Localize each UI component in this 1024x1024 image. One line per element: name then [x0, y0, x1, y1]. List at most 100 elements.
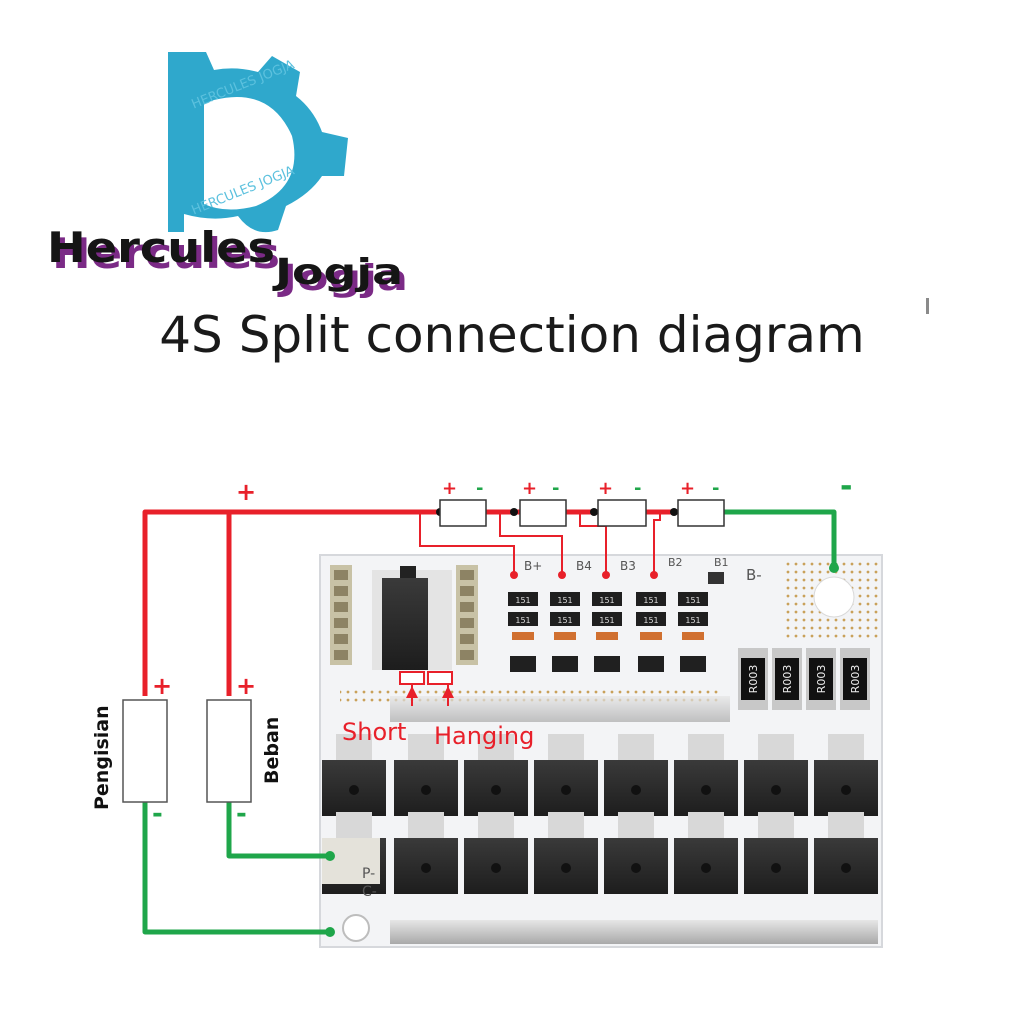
- mosfet-tab: [618, 734, 654, 760]
- resistor-marking: 151: [557, 596, 572, 605]
- resistor-marking: 151: [643, 596, 658, 605]
- smd-capacitor: [596, 632, 618, 640]
- gear-icon: [168, 52, 348, 233]
- smd-capacitor: [512, 632, 534, 640]
- mosfet-dimple: [561, 863, 571, 873]
- sot-transistor: [510, 656, 536, 672]
- logo-word-2-shadow: Jogja: [276, 258, 408, 299]
- sot-transistor: [594, 656, 620, 672]
- resistor-marking: 151: [599, 616, 614, 625]
- mounting-hole-top: [813, 576, 855, 618]
- load-minus: -: [236, 799, 247, 829]
- smd-resistor: [678, 592, 708, 606]
- b1-pad: [708, 572, 724, 584]
- mosfet-dimple: [349, 785, 359, 795]
- board-minus-sign: -: [840, 469, 852, 504]
- shunt-body: [741, 658, 765, 700]
- mosfet-tab: [758, 812, 794, 838]
- mosfet-dimple: [631, 863, 641, 873]
- cell-3: [519, 499, 567, 527]
- controller-ic: [372, 566, 452, 670]
- label-b2: B2: [668, 556, 683, 569]
- mosfet-tab: [828, 734, 864, 760]
- top-copper-strip: [390, 696, 730, 722]
- brand-logo: HERCULES JOGJA HERCULES JOGJA Hercules H…: [47, 52, 408, 299]
- short-pad: [399, 671, 425, 685]
- mosfet-dimple: [491, 785, 501, 795]
- smd-resistor: [550, 592, 580, 606]
- main-plus-sign: +: [236, 478, 256, 506]
- resistor-marking: 151: [557, 616, 572, 625]
- label-b-minus: B-: [746, 566, 762, 584]
- mosfet-tab: [478, 812, 514, 838]
- mosfet-tab: [618, 812, 654, 838]
- shunt-body: [809, 658, 833, 700]
- smd-resistor: [678, 612, 708, 626]
- cell-4: [439, 499, 487, 527]
- label-b-plus: B+: [524, 559, 542, 573]
- mosfet-tab: [758, 734, 794, 760]
- smd-resistor: [508, 612, 538, 626]
- annotation-hanging: Hanging: [434, 722, 534, 750]
- mosfet-dimple: [631, 785, 641, 795]
- smd-resistor: [636, 592, 666, 606]
- mosfet-dimple: [841, 863, 851, 873]
- mosfet-tab: [548, 734, 584, 760]
- sot-transistor: [680, 656, 706, 672]
- mosfet-tab: [828, 812, 864, 838]
- annotation-arrows: [406, 686, 454, 698]
- mosfet-dimple: [701, 785, 711, 795]
- smd-resistor: [592, 592, 622, 606]
- pin-header-right: [456, 565, 478, 665]
- cell3-minus: -: [552, 478, 559, 499]
- cell-2: [597, 499, 647, 527]
- mosfet-tab: [478, 734, 514, 760]
- mosfet-tab: [688, 734, 724, 760]
- cell1-minus: -: [712, 478, 719, 499]
- smd-resistor: [592, 612, 622, 626]
- label-p-minus: P-: [362, 866, 375, 882]
- negative-wiring: [142, 509, 837, 935]
- smd-resistor: [550, 612, 580, 626]
- cell2-minus: -: [634, 478, 641, 499]
- label-b4: B4: [576, 559, 592, 573]
- smd-capacitor: [682, 632, 704, 640]
- logo-word-2: Jogja: [271, 252, 403, 293]
- logo-word-1-shadow: Hercules: [52, 229, 280, 278]
- mosfet-dimple: [771, 863, 781, 873]
- label-b3: B3: [620, 559, 636, 573]
- shunt-body: [843, 658, 867, 700]
- mosfet-tab: [408, 734, 444, 760]
- logo-word-1: Hercules: [47, 223, 275, 272]
- mosfet-tab: [548, 812, 584, 838]
- sot-transistor: [638, 656, 664, 672]
- smd-capacitor: [554, 632, 576, 640]
- shunt-body: [775, 658, 799, 700]
- charger-plus: +: [152, 672, 172, 700]
- annotation-short: Short: [342, 718, 406, 746]
- mosfet-dimple: [701, 863, 711, 873]
- smd-capacitor: [640, 632, 662, 640]
- mosfet-tab: [336, 734, 372, 760]
- cell3-plus: +: [522, 478, 537, 499]
- label-b1: B1: [714, 556, 729, 569]
- resistor-marking: 151: [515, 616, 530, 625]
- tick-mark: [926, 298, 929, 314]
- shunt-marking: R003: [781, 665, 794, 694]
- resistor-marking: 151: [643, 616, 658, 625]
- battery-cells: [439, 499, 725, 527]
- mosfet-dimple: [421, 863, 431, 873]
- mosfet-dimple: [771, 785, 781, 795]
- mosfet-tab: [688, 812, 724, 838]
- resistor-marking: 151: [599, 596, 614, 605]
- smd-resistor: [508, 592, 538, 606]
- bottom-copper-strip: [390, 920, 878, 944]
- cell-1: [677, 499, 725, 527]
- shunt-marking: R003: [849, 665, 862, 694]
- cell4-minus: -: [476, 478, 483, 499]
- resistor-marking: 151: [685, 596, 700, 605]
- sot-transistor: [552, 656, 578, 672]
- hanging-pad: [427, 671, 453, 685]
